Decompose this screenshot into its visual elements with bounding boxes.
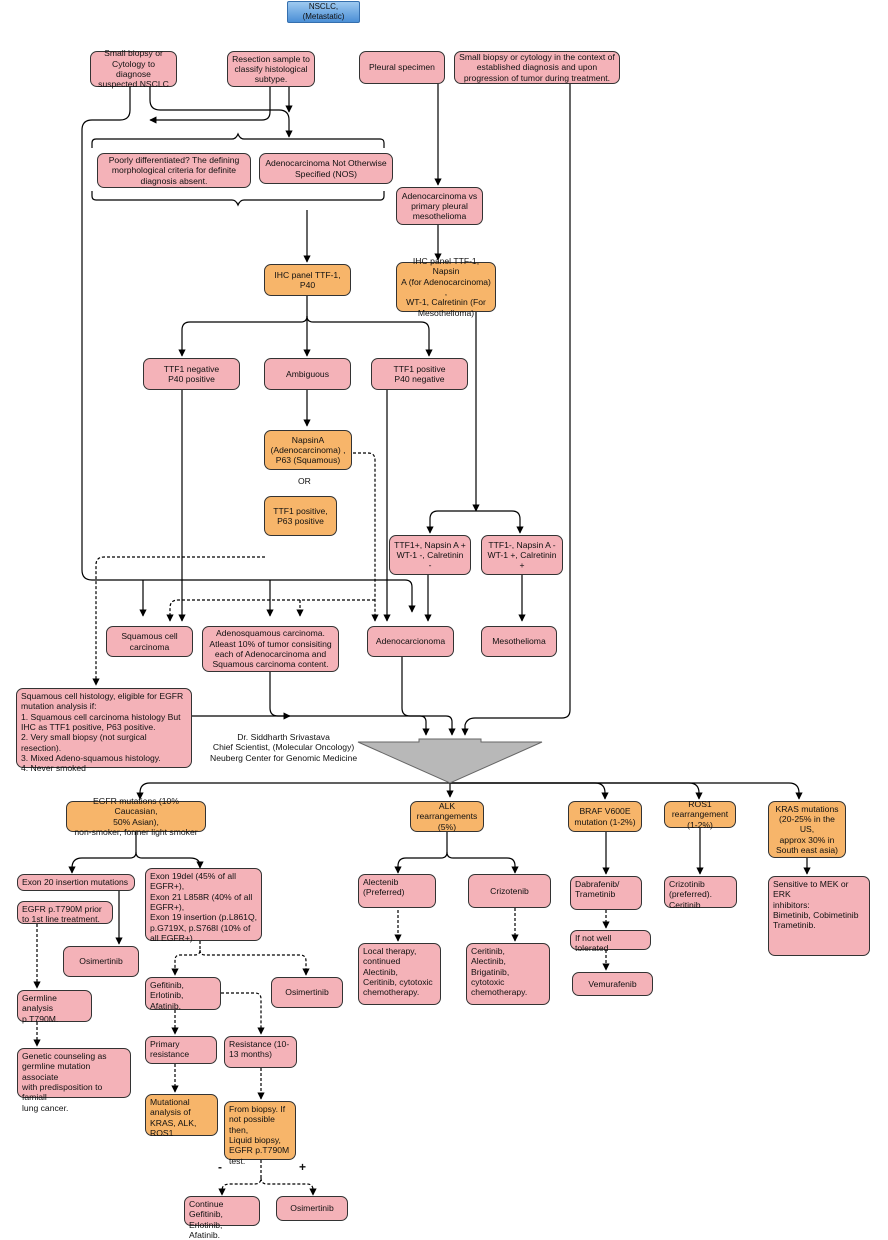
node-vemurafenib: Vemurafenib (572, 972, 653, 996)
node-germline-analysis: Germline analysis p.T790M. (17, 990, 92, 1024)
node-progression-biopsy: Small biopsy or cytology in the context … (454, 51, 620, 84)
or-label: OR (298, 476, 311, 486)
node-alectenib: Alectenib (Preferred) (358, 874, 436, 908)
node-squamous-egfr-eligibility: Squamous cell histology, eligible for EG… (16, 688, 192, 773)
node-ttf1-negative: TTF1 negative P40 positive (143, 358, 240, 390)
node-squamous-cell-carcinoma: Squamous cell carcinoma (106, 626, 193, 657)
node-poorly-differentiated: Poorly differentiated? The defining morp… (97, 153, 251, 188)
node-adeno-vs-mesothelioma: Adenocarcinoma vs primary pleural mesoth… (396, 187, 483, 225)
node-mutational-analysis: Mutational analysis of KRAS, ALK, ROS1 (145, 1094, 218, 1138)
node-dabrafenib-trametinib: Dabrafenib/ Trametinib (570, 876, 642, 910)
node-egfr-common-mutations: Exon 19del (45% of all EGFR+), Exon 21 L… (145, 868, 262, 943)
node-mesothelioma: Mesothelioma (481, 626, 557, 657)
node-ros1-rearrangement: ROS1 rearrangement (1-2%) (664, 799, 736, 830)
node-resection-sample: Resection sample to classify histologica… (227, 51, 315, 87)
node-small-biopsy: Small biopsy or Cytology to diagnose sus… (90, 48, 177, 89)
node-ttf1-p63-positive: TTF1 positive, P63 positive (264, 496, 337, 536)
node-adenosquamous: Adenosquamous carcinoma. Atleast 10% of … (202, 626, 339, 672)
node-alk-local-therapy: Local therapy, continued Alectinib, Ceri… (358, 943, 441, 1005)
node-egfr-t790m-prior: EGFR p.T790M prior to 1st line treatment… (17, 901, 113, 924)
node-kras-mutations: KRAS mutations (20-25% in the US, approx… (768, 801, 846, 858)
node-ambiguous: Ambiguous (264, 358, 351, 390)
node-ihc-panel-mesothelioma: IHC panel TTF-1, Napsin A (for Adenocarc… (396, 256, 496, 318)
node-primary-resistance: Primary resistance (145, 1036, 217, 1064)
node-pleural-specimen: Pleural specimen (359, 51, 445, 84)
node-continue-gefitinib: Continue Gefitinib, Erlotinib, Afatinib. (184, 1196, 260, 1240)
node-nsclc-metastatic: NSCLC, (Metastatic) (287, 1, 360, 23)
node-mek-erk-inhibitors: Sensitive to MEK or ERK inhibitors: Bime… (768, 876, 870, 956)
node-gefitinib-erlotinib: Gefitinib, Erlotinib, Afatinib. (145, 977, 221, 1011)
node-acquired-resistance: Resistance (10- 13 months) (224, 1036, 297, 1068)
node-crizotinib-ceritinib: Crizotinib (preferred). Ceritinib (664, 876, 737, 910)
node-osimertinib-t790m: Osimertinib (276, 1196, 348, 1221)
node-not-well-tolerated: If not well tolerated (570, 930, 651, 953)
positive-result-label: + (299, 1160, 307, 1174)
node-crizotenib-resistance: Ceritinib, Alectinib, Brigatinib, cytoto… (466, 943, 550, 1005)
node-osimertinib-exon20: Osimertinib (63, 946, 139, 977)
node-alk-rearrangements: ALK rearrangements (5%) (410, 801, 484, 832)
node-osimertinib-first-line: Osimertinib (271, 977, 343, 1008)
author-credit: Dr. Siddharth Srivastava Chief Scientist… (210, 732, 358, 763)
node-napsina-p63: NapsinA (Adenocarcinoma) , P63 (Squamous… (264, 430, 352, 470)
node-ihc-panel-ttf1-p40: IHC panel TTF-1, P40 (264, 264, 351, 296)
node-adenocarcinoma-nos: Adenocarcinoma Not Otherwise Specified (… (259, 153, 393, 184)
node-egfr-mutations: EGFR mutations (10% Caucasian, 50% Asian… (66, 796, 206, 837)
node-exon20-insertion: Exon 20 insertion mutations (17, 874, 135, 891)
node-braf-v600e: BRAF V600E mutation (1-2%) (568, 801, 642, 832)
node-adenocarcinoma: Adenocarcionoma (367, 626, 454, 657)
node-genetic-counseling: Genetic counseling as germline mutation … (17, 1048, 131, 1113)
funnel-arrow (357, 738, 543, 784)
node-adeno-ihc-result: TTF1+, Napsin A + WT-1 -, Calretinin - (389, 535, 471, 575)
node-crizotenib: Crizotenib (468, 874, 551, 908)
node-ttf1-positive: TTF1 positive P40 negative (371, 358, 468, 390)
node-meso-ihc-result: TTF1-, Napsin A - WT-1 +, Calretinin + (481, 535, 563, 575)
node-liquid-biopsy: From biopsy. If not possible then, Liqui… (224, 1101, 296, 1166)
negative-result-label: - (218, 1160, 222, 1174)
